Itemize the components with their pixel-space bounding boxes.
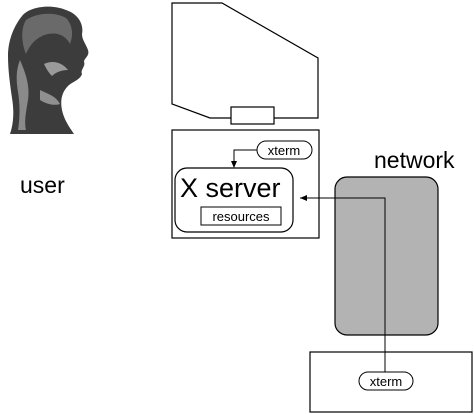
local-connection-line [233,149,257,166]
roman-bust-icon [8,6,89,134]
network-label: network [374,147,455,173]
resources-box [200,206,282,226]
local-arrowhead [231,161,237,168]
xterm-remote-box [358,371,414,391]
resources-label: resources [212,209,270,224]
monitor-screen [171,2,319,119]
network-cloud [334,176,439,336]
xterm-remote-label: xterm [370,374,403,389]
monitor-stand [230,106,275,125]
remote-connection-line [300,197,386,372]
xterm-local-label: xterm [268,143,301,158]
x-server-label: X server [180,173,281,203]
user-label: user [20,172,65,198]
remote-arrowhead [300,195,307,201]
